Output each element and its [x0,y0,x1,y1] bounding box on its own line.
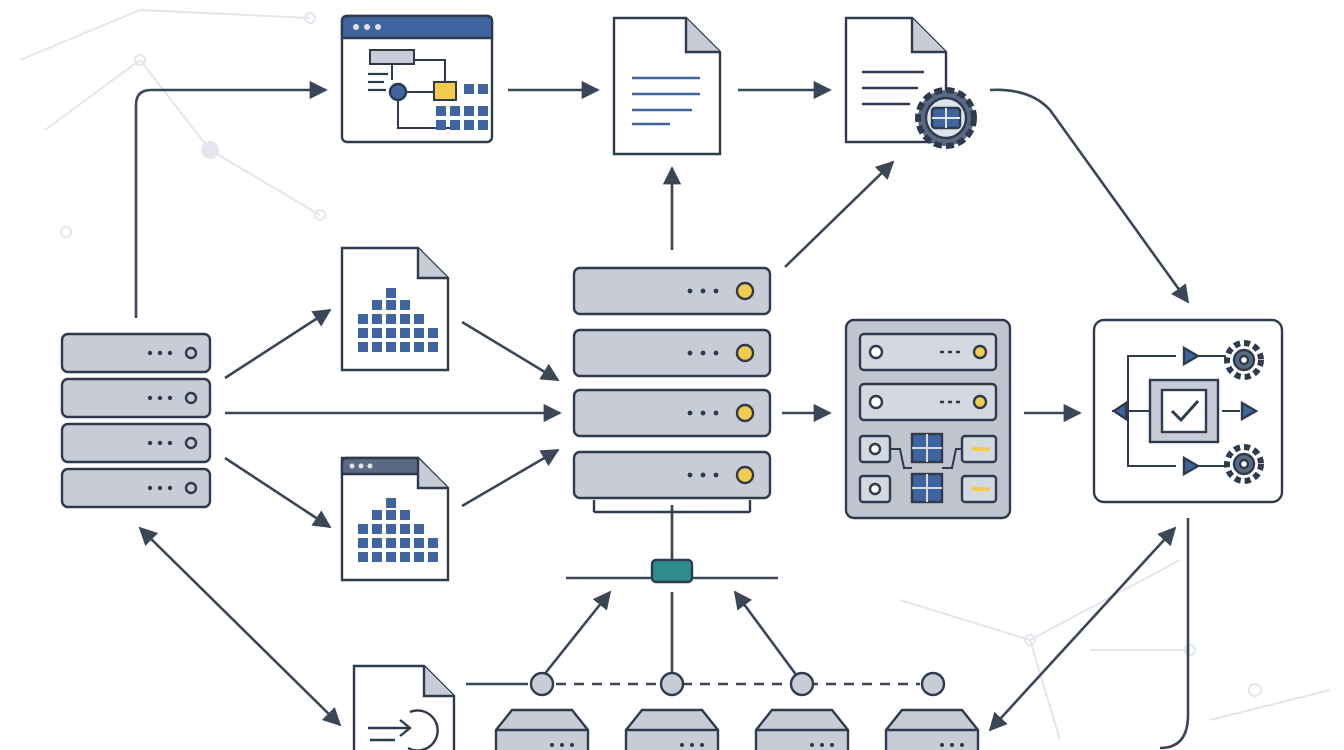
storage-node-4 [884,708,980,750]
server-unit [572,450,772,500]
edge-storage3-to-switch [733,590,799,677]
bus-node [529,671,555,697]
central-server-stack [572,266,772,514]
edge-control-storage-bidirectional [988,526,1177,732]
edge-control-down-right [1159,518,1190,750]
bus-node [659,671,685,697]
storage-node-3 [754,708,850,750]
bus-node [920,671,946,697]
connectors [134,80,1190,750]
edge-rack-to-editor [134,80,328,318]
server-unit [572,266,772,316]
processing-cabinet [844,318,1012,520]
cabinet-drive [858,332,998,372]
edge-rack-to-chart-bottom [224,456,332,529]
edge-storage1-to-switch [541,590,612,677]
text-lines [368,72,388,92]
gear-icon [1224,444,1264,484]
chart-bars [358,288,438,352]
grid-blocks [436,84,488,130]
edge-rack-import-bidirectional [138,526,342,727]
text-lines [862,70,924,106]
workflow-editor-window [340,14,494,144]
server-unit [572,328,772,378]
cabinet-port-panel [858,432,998,504]
bus-node [789,671,815,697]
cabinet-drive [858,382,998,422]
edge-central-to-gear-doc [784,160,895,268]
import-arrow-icon [368,709,439,750]
rack-unit [60,422,212,464]
storage-node-1 [494,708,590,750]
checkbox-icon [1160,388,1208,434]
storage-node-2 [624,708,720,750]
rack-unit [60,377,212,419]
gear-icon [915,87,977,149]
document-with-gear [844,16,977,149]
server-unit [572,388,772,438]
source-server-rack [60,332,212,509]
rack-unit [60,467,212,509]
network-switch-hub [650,558,694,584]
rack-unit [60,332,212,374]
text-document [612,16,722,156]
bus-nodes [529,671,946,697]
import-document [352,664,456,750]
edge-chart-bottom-to-central [461,448,560,508]
bar-chart-file-bottom [340,456,450,582]
bar-chart-file-top [340,246,450,372]
chart-bars [358,498,438,562]
edge-chart-top-to-central [461,320,560,382]
gear-icon [1224,340,1264,380]
storage-nodes [494,708,980,750]
edge-rack-to-chart-top [224,308,332,380]
edge-gear-doc-to-control [989,88,1190,304]
automation-control-box [1092,318,1284,504]
text-lines [632,76,700,126]
